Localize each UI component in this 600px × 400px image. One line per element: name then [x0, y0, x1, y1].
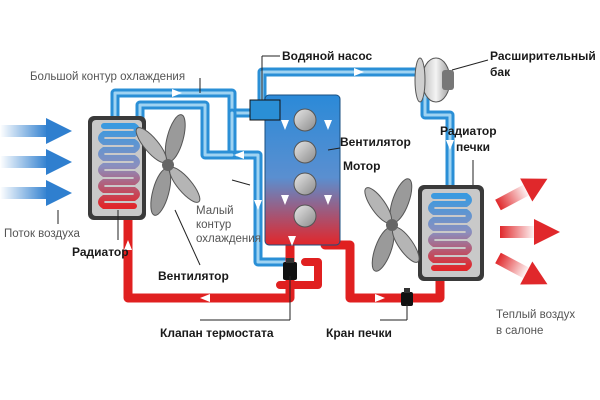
label-thermostat-valve: Клапан термостата [160, 326, 274, 340]
label-radiator: Радиатор [72, 245, 129, 259]
engine-block [249, 94, 341, 246]
label-motor: Мотор [343, 159, 380, 173]
airflow-in-arrows [0, 118, 72, 206]
labels: Большой контур охлаждения Водяной насос … [4, 49, 596, 340]
label-expansion-tank-2: бак [490, 65, 511, 79]
warm-arrow-1 [495, 178, 548, 211]
label-airflow-in: Поток воздуха [4, 228, 81, 240]
label-warm-air-2: в салоне [496, 325, 543, 337]
cylinder-icon [293, 108, 317, 228]
label-fan-main: Вентилятор [158, 269, 229, 283]
valve-icon [283, 258, 297, 280]
expansion-tank [414, 57, 454, 103]
label-water-pump: Водяной насос [282, 49, 373, 63]
fan-icon [364, 178, 420, 272]
label-heater-valve: Кран печки [326, 326, 392, 340]
label-heater-radiator-2: печки [456, 140, 490, 154]
warm-arrow-2 [500, 219, 560, 245]
label-heater-radiator-1: Радиатор [440, 124, 497, 138]
warm-air-arrows [495, 178, 560, 285]
radiator [88, 116, 146, 220]
valve-icon [401, 288, 413, 306]
label-big-loop: Большой контур охлаждения [30, 71, 185, 83]
flow-arrows [124, 68, 454, 302]
heater-radiator [418, 185, 484, 281]
label-small-loop-3: охлаждения [196, 233, 261, 245]
warm-arrow-3 [495, 252, 548, 285]
airflow-arrow-2 [0, 149, 72, 175]
label-fan-motor-side: Вентилятор [340, 135, 411, 149]
leader-lines [57, 55, 489, 321]
label-small-loop-2: контур [196, 219, 231, 231]
label-expansion-tank-1: Расширительный [490, 49, 596, 63]
airflow-arrow-3 [0, 180, 72, 206]
airflow-arrow-1 [0, 118, 72, 144]
label-warm-air-1: Теплый воздух [496, 309, 575, 321]
label-small-loop-1: Малый [196, 205, 234, 217]
engine-flow-arrows [281, 120, 332, 246]
fan-icon [135, 114, 201, 216]
